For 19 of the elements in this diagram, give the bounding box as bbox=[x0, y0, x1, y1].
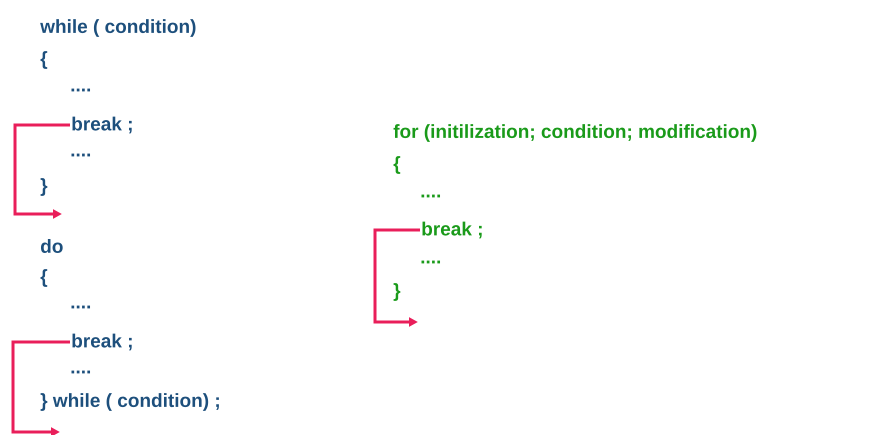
code-line: } bbox=[394, 283, 400, 301]
code-line: break ; bbox=[422, 222, 482, 238]
code-line: } bbox=[40, 178, 48, 196]
code-line: .... bbox=[72, 306, 90, 308]
code-line: } while ( condition) ; bbox=[40, 393, 219, 411]
code-line: .... bbox=[72, 88, 90, 92]
code-line: .... bbox=[422, 194, 440, 198]
code-line: { bbox=[40, 269, 48, 287]
code-line: for (initilization; condition; modification) bbox=[394, 124, 756, 142]
code-line: do bbox=[41, 239, 63, 253]
code-line: { bbox=[40, 51, 48, 69]
jump-arrow bbox=[12, 340, 70, 435]
code-line: break ; bbox=[72, 116, 132, 134]
code-line: .... bbox=[422, 260, 440, 264]
code-line: break ; bbox=[72, 334, 132, 350]
code-line: .... bbox=[72, 370, 90, 374]
code-line: while ( condition) bbox=[40, 19, 196, 37]
code-line: .... bbox=[72, 154, 90, 156]
code-line: { bbox=[394, 156, 400, 174]
